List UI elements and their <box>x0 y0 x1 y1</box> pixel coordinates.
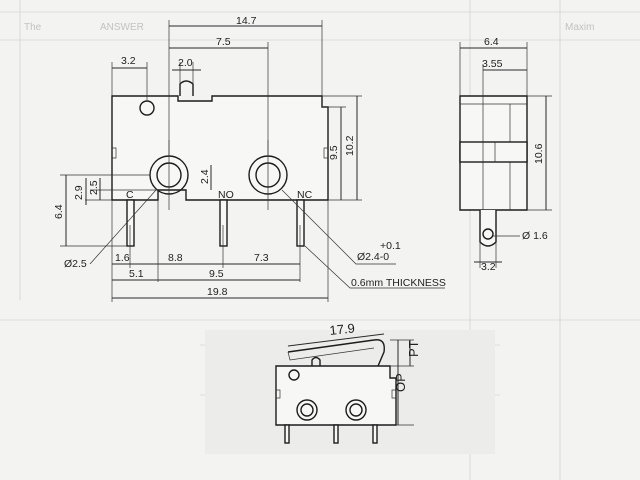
bottom-pin-3 <box>372 424 378 444</box>
dim-overall-width: 14.7 <box>236 15 257 27</box>
leader-thickness <box>304 245 445 289</box>
ghost-text-top-left: The <box>24 22 42 33</box>
side-mid-band <box>459 141 528 163</box>
terminal-label-no: NO <box>218 189 234 201</box>
small-mount-hole <box>139 100 155 116</box>
dim-pt: PT <box>406 340 421 357</box>
dim-side-width: 6.4 <box>484 36 499 48</box>
dim-lever-length: 17.9 <box>329 320 356 338</box>
side-pin-hole <box>482 228 494 240</box>
bottom-pin-2 <box>333 424 339 444</box>
pin-c <box>126 199 135 247</box>
pin-nc <box>296 199 305 247</box>
pin-no <box>219 199 228 247</box>
dim-pin-edge: 1.6 <box>115 252 130 264</box>
dim-hole-v1: 2.4 <box>199 169 211 184</box>
dim-pin-pitch-1: 8.8 <box>168 252 183 264</box>
dim-total-length: 19.8 <box>207 286 228 298</box>
dim-line-17-9 <box>287 333 385 347</box>
note-pin-hole: Ø2.4-0 <box>357 251 389 263</box>
ghost-text-right: Maxim <box>565 22 594 33</box>
dim-side-inner-width: 3.55 <box>482 58 503 70</box>
bottom-view: 17.9 OP PT <box>205 320 495 454</box>
dim-base-2: 9.5 <box>209 268 224 280</box>
front-view: C NO NC 14.7 7.5 3.2 2.0 10.2 9.5 6.4 <box>53 15 446 302</box>
dim-hole-v3: 2.5 <box>88 180 100 195</box>
dim-hole-offset: 3.2 <box>121 55 136 67</box>
side-pin-tab <box>479 210 497 247</box>
ghost-text-top-mid: ANSWER <box>100 22 144 33</box>
dim-lever-offset: 7.5 <box>216 36 231 48</box>
bottom-lever-arm <box>287 339 385 367</box>
dim-height-full: 10.2 <box>344 135 356 156</box>
dim-lever-width: 2.0 <box>178 57 193 69</box>
leader-pin-hole <box>281 189 396 265</box>
switch-body-outline <box>111 95 329 201</box>
side-view: 6.4 3.55 10.6 3.2 Ø 1.6 <box>459 36 552 273</box>
dim-pin-pitch-2: 7.3 <box>254 252 269 264</box>
terminal-label-nc: NC <box>297 189 313 201</box>
note-thickness: 0.6mm THICKNESS <box>351 277 446 289</box>
dim-side-pin-width: 3.2 <box>481 261 496 273</box>
dim-side-height: 10.6 <box>533 143 545 164</box>
terminal-pins <box>126 199 305 247</box>
terminal-label-c: C <box>126 189 134 201</box>
dim-pin-height: 6.4 <box>53 204 65 219</box>
dim-hole-v2: 2.9 <box>73 185 85 200</box>
note-pin-hole-tol: +0.1 <box>380 240 401 252</box>
bottom-body-outline <box>275 365 397 426</box>
bottom-small-hole <box>288 369 300 381</box>
left-notch <box>112 147 117 159</box>
dim-height-body: 9.5 <box>328 145 340 160</box>
actuator-lever <box>179 80 194 96</box>
dim-base-1: 5.1 <box>129 268 144 280</box>
note-side-pin-hole: Ø 1.6 <box>522 230 548 242</box>
note-mount-hole: Ø2.5 <box>64 258 87 270</box>
right-notch <box>323 147 328 159</box>
leader-mount-hole <box>89 189 157 265</box>
bottom-pin-1 <box>284 424 290 444</box>
dim-op: OP <box>393 373 408 392</box>
